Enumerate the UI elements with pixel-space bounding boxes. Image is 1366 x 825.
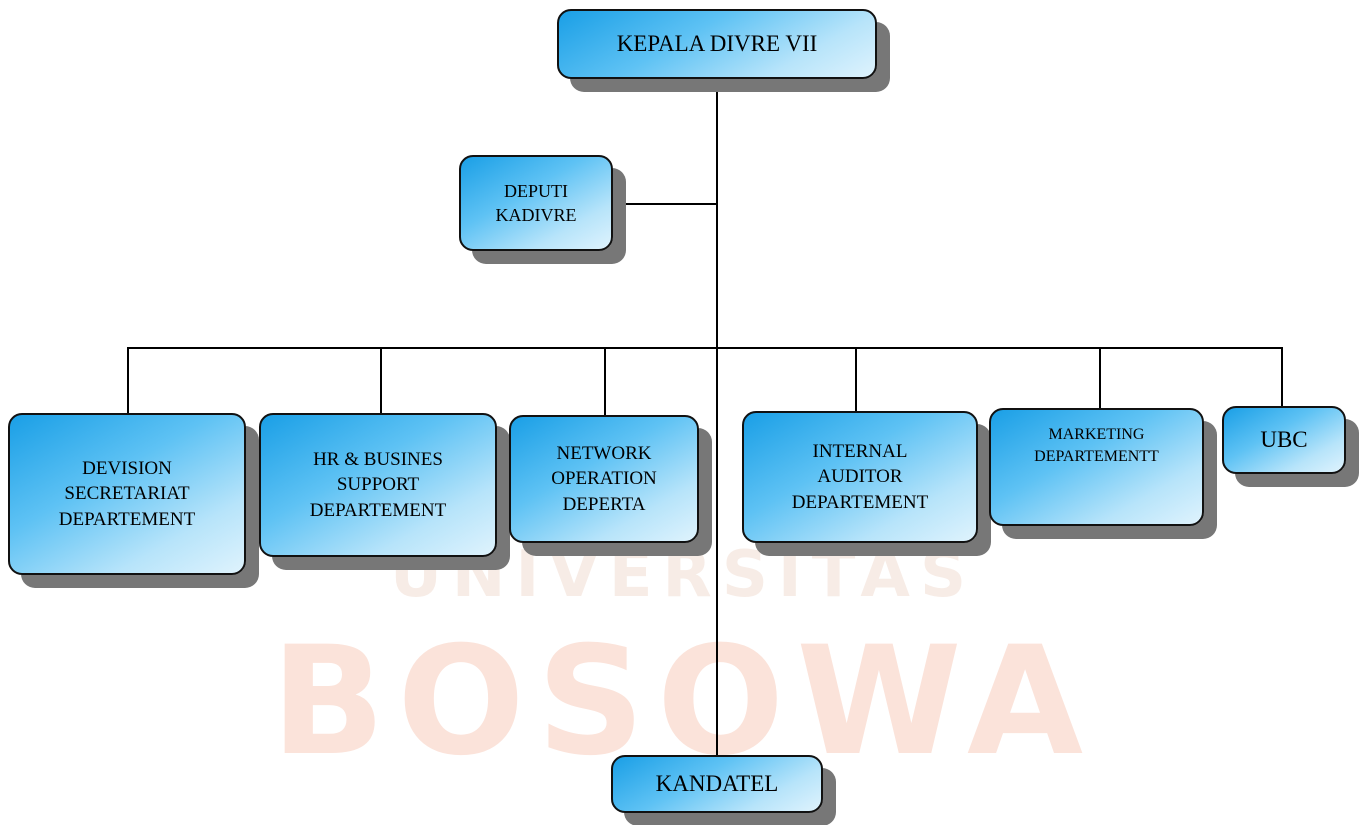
drop-line-devision bbox=[127, 347, 129, 415]
box-marketing-label: MARKETING DEPARTEMENTT bbox=[1034, 426, 1159, 465]
box-hr-busines-support-label: HR & BUSINES SUPPORT DEPARTEMENT bbox=[309, 448, 447, 521]
drop-line-ubc bbox=[1281, 347, 1283, 408]
box-ubc: UBC bbox=[1222, 406, 1346, 474]
drop-line-internal bbox=[855, 347, 857, 413]
box-internal-auditor-label: INTERNAL AUDITOR DEPARTEMENT bbox=[791, 440, 929, 513]
box-ubc-label: UBC bbox=[1260, 427, 1308, 453]
box-marketing: MARKETING DEPARTEMENTT bbox=[989, 408, 1204, 526]
box-kandatel: KANDATEL bbox=[611, 755, 823, 813]
main-vertical-connector bbox=[716, 78, 718, 758]
drop-line-network bbox=[604, 347, 606, 417]
box-hr-busines-support: HR & BUSINES SUPPORT DEPARTEMENT bbox=[259, 413, 497, 557]
department-horizontal-bus bbox=[127, 347, 1283, 349]
box-devision-secretariat-label: DEVISION SECRETARIAT DEPARTEMENT bbox=[58, 457, 196, 530]
drop-line-hr bbox=[380, 347, 382, 415]
box-kepala-divre: KEPALA DIVRE VII bbox=[557, 9, 877, 79]
box-deputi-kadivre-label: DEPUTI KADIVRE bbox=[495, 180, 577, 225]
box-kandatel-label: KANDATEL bbox=[655, 771, 779, 797]
box-kepala-divre-label: KEPALA DIVRE VII bbox=[616, 31, 818, 57]
box-deputi-kadivre: DEPUTI KADIVRE bbox=[459, 155, 613, 251]
box-devision-secretariat: DEVISION SECRETARIAT DEPARTEMENT bbox=[8, 413, 246, 575]
box-network-operation-label: NETWORK OPERATION DEPERTA bbox=[551, 442, 657, 515]
drop-line-marketing bbox=[1099, 347, 1101, 410]
box-internal-auditor: INTERNAL AUDITOR DEPARTEMENT bbox=[742, 411, 978, 543]
box-network-operation: NETWORK OPERATION DEPERTA bbox=[509, 415, 699, 543]
deputy-connector bbox=[612, 203, 717, 205]
